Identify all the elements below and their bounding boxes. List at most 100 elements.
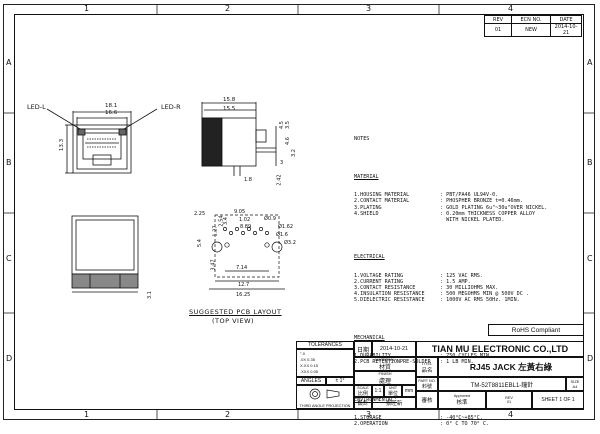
material-cn: 材質 (378, 365, 391, 371)
title-block: RoHS Compliant TOLERANCES °.0 .0X 0.35 X… (296, 324, 584, 409)
electrical-spec-key: 5.DIELECTRIC RESISTANCE (354, 297, 425, 304)
environmental-spec-key: 1.STORAGE (354, 415, 382, 422)
tol-0x-val: 0.35 (307, 357, 315, 362)
size-cell: SIZE A4 (566, 377, 584, 391)
part-no-cn: 料號 (421, 383, 432, 390)
electrical-spec-value: : 500 MEGOHMS MIN @ 500V DC . (440, 291, 529, 298)
side-dim-15-8: 15.8 (223, 97, 236, 103)
material-spec-key: 3.PLATING (354, 204, 382, 211)
pcb-layout-title: SUGGESTED PCB LAYOUT (189, 308, 282, 316)
scale-en: SCALE (357, 385, 369, 390)
material-spec-value: : PBT/PA46 UL94V-0. (440, 192, 499, 199)
projection-label: THIRD ANGLE PROJECTION (299, 404, 351, 408)
material-title: MATERIAL (354, 173, 379, 180)
material-spec-value: : PHOSPHER BRONZE t=0.46mm. (440, 198, 523, 205)
rev-label: REV (505, 396, 513, 400)
zone-left-d: D (6, 354, 13, 363)
material-spec-row: 2.CONTACT MATERIAL : PHOSPHER BRONZE t=0.… (354, 198, 584, 204)
mechanical-spec-value: : 1 LB MIN. (440, 359, 474, 366)
designed-value: 張旺新 (372, 397, 416, 409)
front-view (46, 108, 158, 174)
angles-value: ± 1° (326, 377, 354, 385)
front-dim-inner: 16.6 (105, 110, 118, 116)
revision-table: REV ECN NO. DATE 01 NEW 2014-10-21 (484, 15, 582, 37)
scale-cn: 比例 (357, 390, 368, 397)
zone-right-d: D (587, 354, 594, 363)
title-label-cell: TITEL 品名 (416, 357, 438, 377)
date-value: 2014-10-21 (372, 341, 416, 357)
rohs-label: RoHS Compliant (488, 324, 584, 336)
material-spec-row: 4.SHIELD : 0.20mm THICKNESS COPPER ALLOY (354, 211, 584, 217)
side-dim-15-5: 15.5 (223, 106, 236, 112)
drawing-border-inner (14, 14, 584, 410)
scale-value: 1:1 (372, 385, 384, 397)
unit-en: UNIT (388, 385, 398, 390)
part-no-value: TM-52T8811EBL1-鐘針 (438, 377, 566, 391)
pcb-dim-1-02: 1.02 (239, 217, 251, 223)
unit-label-cell: UNIT 單位 (384, 385, 402, 397)
led-left-label: LED-L (27, 103, 46, 111)
electrical-spec-key: 2.CURRENT RATING (354, 278, 404, 285)
unit-value: mm (402, 385, 416, 397)
date-value: 2014-10-21 (550, 23, 582, 37)
tol-xxx-val: 0.15 (310, 363, 319, 368)
notes-title: NOTES (354, 136, 370, 143)
material-cell: MATERIAL 材質 (354, 357, 416, 371)
electrical-spec-row: 4.INSULATION RESISTANCE : 500 MEGOHMS MIN… (354, 291, 584, 297)
unit-cn: 單位 (387, 390, 398, 397)
electrical-title: ELECTRICAL (354, 254, 385, 261)
tol-0x: .0X (300, 357, 307, 362)
electrical-spec-key: 4.INSULATION RESISTANCE (354, 291, 425, 298)
checked-label: 審核 (416, 391, 438, 409)
mechanical-spec-row: 2.PCB RETENTIONPRE-SOLDER: 1 LB MIN. (354, 359, 584, 365)
pcb-dim-d1-62: Ø1.62 (278, 224, 294, 230)
material-spec-value: : 0.20mm THICKNESS COPPER ALLOY (440, 210, 536, 217)
size-value: A4 (572, 384, 578, 389)
electrical-spec-value: : 1.5 AMP. (440, 278, 471, 285)
material-spec-key: 4.SHIELD (354, 210, 379, 217)
zone-bottom-4: 4 (508, 410, 514, 419)
electrical-spec-value: : 125 VAC RMS. (440, 272, 483, 279)
electrical-spec-value: : 30 MILLIOHMS MAX. (440, 285, 499, 292)
drawing-border-outer (3, 4, 595, 420)
zone-right-b: B (587, 158, 593, 167)
material-spec-row: 3.PLATING: GOLD PLATING 6u"~30u"OVER NIC… (354, 205, 584, 211)
side-dim-3: 3 (280, 160, 284, 166)
zone-right-c: C (587, 254, 593, 263)
electrical-spec-value: : 1000V AC RMS 50Hz. 1MIN. (440, 297, 520, 304)
tol-unit: °.0 (300, 351, 305, 356)
material-spec-row: 1.HOUSING MATERIAL : PBT/PA46 UL94V-0. (354, 192, 584, 198)
ecn-value: NEW (511, 23, 551, 37)
environmental-title: ENVIRONMENTAL: (354, 396, 397, 403)
part-no-en: PART NO. (418, 378, 436, 383)
material-spec-key: 1.HOUSING MATERIAL (354, 192, 410, 199)
rev-cell: REV 01 (486, 391, 532, 409)
pcb-layout-subtitle: (TOP VIEW) (212, 317, 255, 325)
led-right-label: LED-R (161, 103, 181, 111)
zone-grid (3, 4, 595, 420)
company-name: TIAN MU ELECTRONIC CO.,LTD (416, 341, 584, 357)
pcb-dim-2-25: 2.25 (194, 211, 206, 217)
title-en: TITEL (421, 360, 433, 366)
pcb-dim-9-05: 9.05 (234, 209, 246, 215)
pcb-dim-d1-6: Ø1.6 (276, 232, 288, 238)
tolerances-header: TOLERANCES (296, 341, 354, 349)
zone-top-3: 3 (366, 4, 372, 13)
electrical-spec-row: 5.DIELECTRIC RESISTANCE : 1000V AC RMS 50… (354, 297, 584, 303)
zone-top-2: 2 (225, 4, 231, 13)
pcb-dim-d0-9: Ø0.9 (264, 216, 276, 222)
zone-right-a: A (587, 58, 593, 67)
material-spec-key: 2.CONTACT MATERIAL (354, 198, 410, 205)
environmental-spec-row: 1.STORAGE: -40°C~+85°C. (354, 415, 584, 421)
zone-bottom-3: 3 (366, 410, 372, 419)
electrical-list: 1.VOLTAGE RATING: 125 VAC RMS.2.CURRENT … (354, 273, 584, 304)
rev-value-tb: 01 (506, 400, 512, 404)
bottom-view (71, 215, 139, 293)
material-en: MATERIAL (375, 357, 395, 362)
tol-xxxx-val: 0.05 (310, 369, 319, 374)
side-view (201, 102, 277, 176)
front-dim-outer: 18.1 (105, 103, 118, 109)
title-value: RJ45 JACK 左黃右綠 (438, 357, 584, 377)
electrical-spec-row: 1.VOLTAGE RATING: 125 VAC RMS. (354, 273, 584, 279)
approved-cn: 核準 (456, 400, 468, 406)
